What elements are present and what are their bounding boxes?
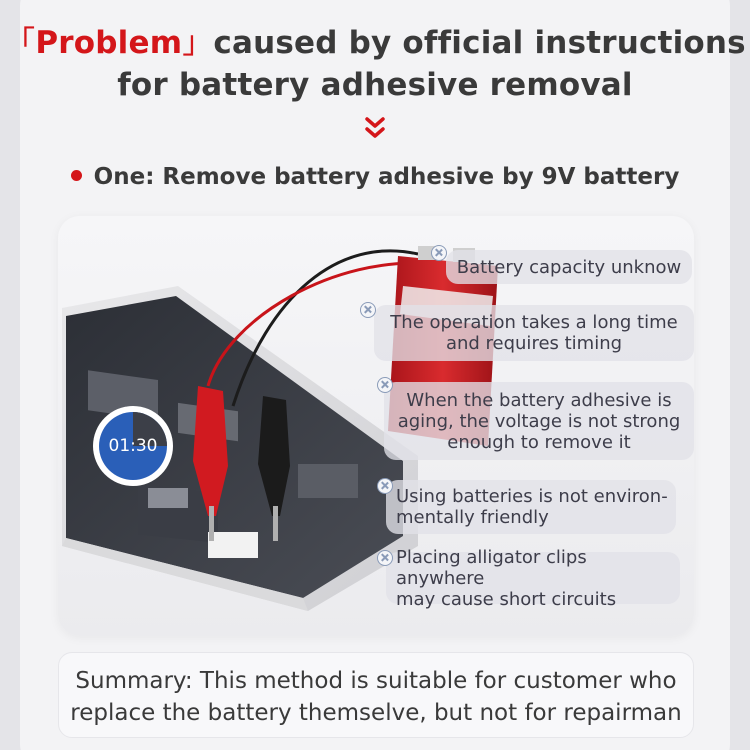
double-chevron-down-icon <box>365 117 385 138</box>
headline-highlight: Problem <box>35 25 183 61</box>
callout-capacity: Battery capacity unknow <box>446 250 692 284</box>
close-icon <box>377 550 393 566</box>
callout-text: may cause short circuits <box>396 588 617 610</box>
bracket-open: 「 <box>4 25 36 61</box>
section-subheading: One: Remove battery adhesive by 9V batte… <box>0 164 750 190</box>
summary-line-2: replace the battery themselve, but not f… <box>70 700 682 726</box>
callout-text: When the battery adhesive is <box>406 389 672 411</box>
callout-text: Battery capacity unknow <box>456 256 682 278</box>
callout-short-circuit: Placing alligator clips anywhere may cau… <box>386 547 680 610</box>
callout-time: The operation takes a long time and requ… <box>374 305 694 361</box>
close-icon <box>360 302 376 318</box>
callout-voltage: When the battery adhesive is aging, the … <box>384 382 694 460</box>
callout-text: mentally friendly <box>396 507 549 528</box>
page-title: 「Problem」caused by official instructions… <box>0 22 750 106</box>
headline-line-1: 「Problem」caused by official instructions <box>0 22 750 64</box>
callout-text: enough to remove it <box>447 431 631 453</box>
close-icon <box>431 245 447 261</box>
headline-rest: caused by official instructions <box>213 25 746 61</box>
timer-readout: 01:30 <box>108 436 158 456</box>
close-icon <box>377 478 393 494</box>
close-icon <box>377 377 393 393</box>
headline-line-2: for battery adhesive removal <box>117 67 633 103</box>
bullet-dot <box>70 170 82 181</box>
phone-battery-illustration <box>62 246 498 611</box>
callout-text: The operation takes a long time <box>390 312 678 333</box>
subheading-text: One: Remove battery adhesive by 9V batte… <box>93 164 680 190</box>
bracket-close: 」 <box>182 25 214 61</box>
callout-text: and requires timing <box>445 333 623 354</box>
summary-box: Summary: This method is suitable for cus… <box>58 652 694 738</box>
summary-line-1: Summary: This method is suitable for cus… <box>75 668 677 694</box>
callout-text: Using batteries is not environ- <box>396 486 668 507</box>
callout-text: aging, the voltage is not strong <box>397 410 681 432</box>
callout-environment: Using batteries is not environ- mentally… <box>386 480 676 534</box>
callout-text: Placing alligator clips anywhere <box>396 546 587 589</box>
